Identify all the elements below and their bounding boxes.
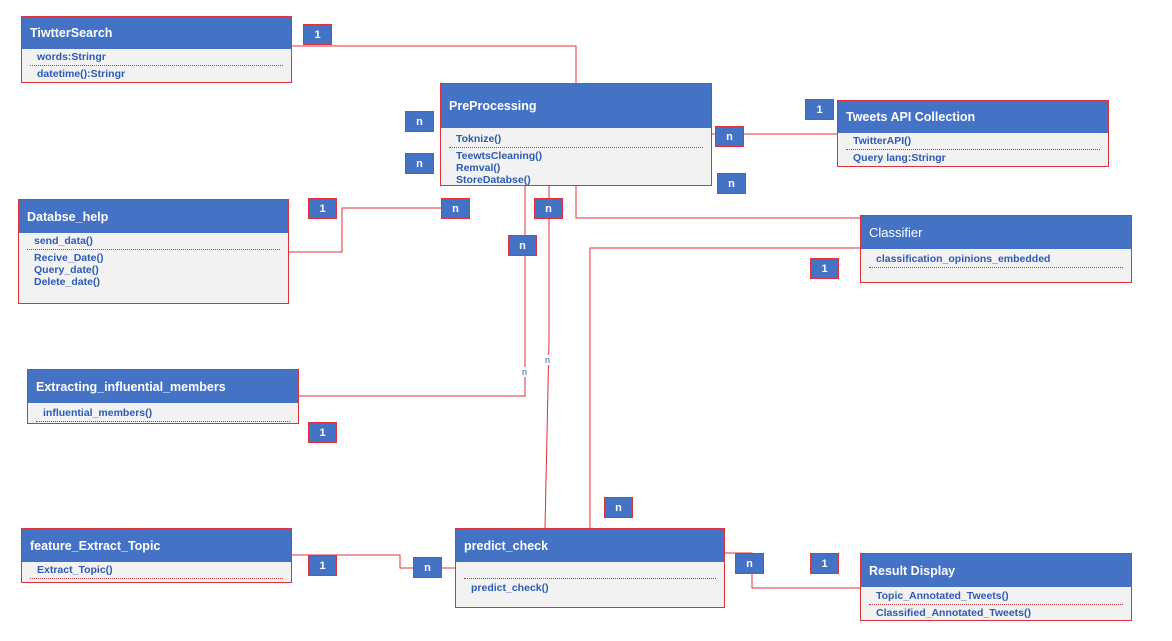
multiplicity-badge: 1	[303, 24, 332, 45]
multiplicity-badge: 1	[308, 422, 337, 443]
multiplicity-badge: n	[405, 153, 434, 174]
multiplicity-badge: 1	[308, 555, 337, 576]
class-title: Result Display	[861, 554, 1131, 587]
multiplicity-badge: 1	[308, 198, 337, 219]
divider	[846, 149, 1100, 150]
divider	[464, 578, 716, 579]
class-method: Classified_Annotated_Tweets()	[876, 607, 1032, 619]
multiplicity-badge: n	[715, 126, 744, 147]
class-method: Query_date()	[34, 264, 99, 276]
class-method: Recive_Date()	[34, 252, 104, 264]
class-database-help[interactable]: Databse_help send_data() Recive_Date() Q…	[18, 199, 289, 304]
divider	[869, 267, 1123, 268]
multiplicity-badge: n	[717, 173, 746, 194]
class-preprocessing[interactable]: PreProcessing Toknize() TeewtsCleaning()…	[440, 83, 712, 186]
class-method: Topic_Annotated_Tweets()	[876, 590, 1009, 602]
class-feature-extract-topic[interactable]: feature_Extract_Topic Extract_Topic()	[21, 528, 292, 583]
divider	[36, 421, 290, 422]
class-classifier[interactable]: Classifier classification_opinions_embed…	[860, 215, 1132, 283]
class-title: Classifier	[861, 216, 1131, 249]
multiplicity-badge: 1	[810, 258, 839, 279]
class-method: Delete_date()	[34, 276, 100, 288]
line-multiplicity-label: n	[545, 355, 551, 365]
divider	[30, 578, 283, 579]
divider	[869, 604, 1123, 605]
multiplicity-badge: n	[508, 235, 537, 256]
line-multiplicity-label: n	[522, 367, 528, 377]
class-method: Extract_Topic()	[37, 564, 113, 576]
connector-classifier-predict	[589, 247, 860, 528]
connector-database-preprocessing	[288, 207, 441, 253]
class-attribute: classification_opinions_embedded	[876, 253, 1051, 265]
class-title: Extracting_influential_members	[28, 370, 298, 403]
multiplicity-badge: 1	[805, 99, 834, 120]
class-title: TiwtterSearch	[22, 17, 291, 49]
multiplicity-badge: n	[405, 111, 434, 132]
class-extracting-influential-members[interactable]: Extracting_influential_members influenti…	[27, 369, 299, 424]
multiplicity-badge: 1	[810, 553, 839, 574]
class-method: predict_check()	[471, 582, 549, 594]
class-method: StoreDatabse()	[456, 174, 531, 186]
class-predict-check[interactable]: predict_check predict_check()	[455, 528, 725, 608]
class-method: Remval()	[456, 162, 501, 174]
divider	[449, 147, 703, 148]
connector-influential-preprocessing	[298, 186, 526, 397]
multiplicity-badge: n	[534, 198, 563, 219]
multiplicity-badge: n	[735, 553, 764, 574]
class-attribute: Query lang:Stringr	[853, 152, 946, 164]
connector-preprocessing-classifier	[575, 185, 860, 219]
connector-search-preprocessing	[291, 45, 577, 84]
multiplicity-badge: n	[441, 198, 470, 219]
class-title: Databse_help	[19, 200, 288, 233]
class-title: predict_check	[456, 529, 724, 562]
class-method: Toknize()	[456, 133, 502, 145]
class-title: Tweets API Collection	[838, 101, 1108, 133]
connector-preprocessing-predict	[544, 186, 550, 529]
class-attribute: datetime():Stringr	[37, 68, 126, 80]
multiplicity-badge: n	[413, 557, 442, 578]
class-tweets-api-collection[interactable]: Tweets API Collection TwitterAPI() Query…	[837, 100, 1109, 167]
class-method: TeewtsCleaning()	[456, 150, 543, 162]
class-method: influential_members()	[43, 407, 153, 419]
class-title: PreProcessing	[441, 84, 711, 128]
divider	[27, 249, 280, 250]
class-method: TwitterAPI()	[853, 135, 912, 147]
divider	[30, 65, 283, 66]
class-method: send_data()	[34, 235, 93, 247]
class-twitter-search[interactable]: TiwtterSearch words:Stringr datetime():S…	[21, 16, 292, 83]
class-result-display[interactable]: Result Display Topic_Annotated_Tweets() …	[860, 553, 1132, 621]
class-title: feature_Extract_Topic	[22, 529, 291, 562]
multiplicity-badge: n	[604, 497, 633, 518]
class-attribute: words:Stringr	[37, 51, 106, 63]
